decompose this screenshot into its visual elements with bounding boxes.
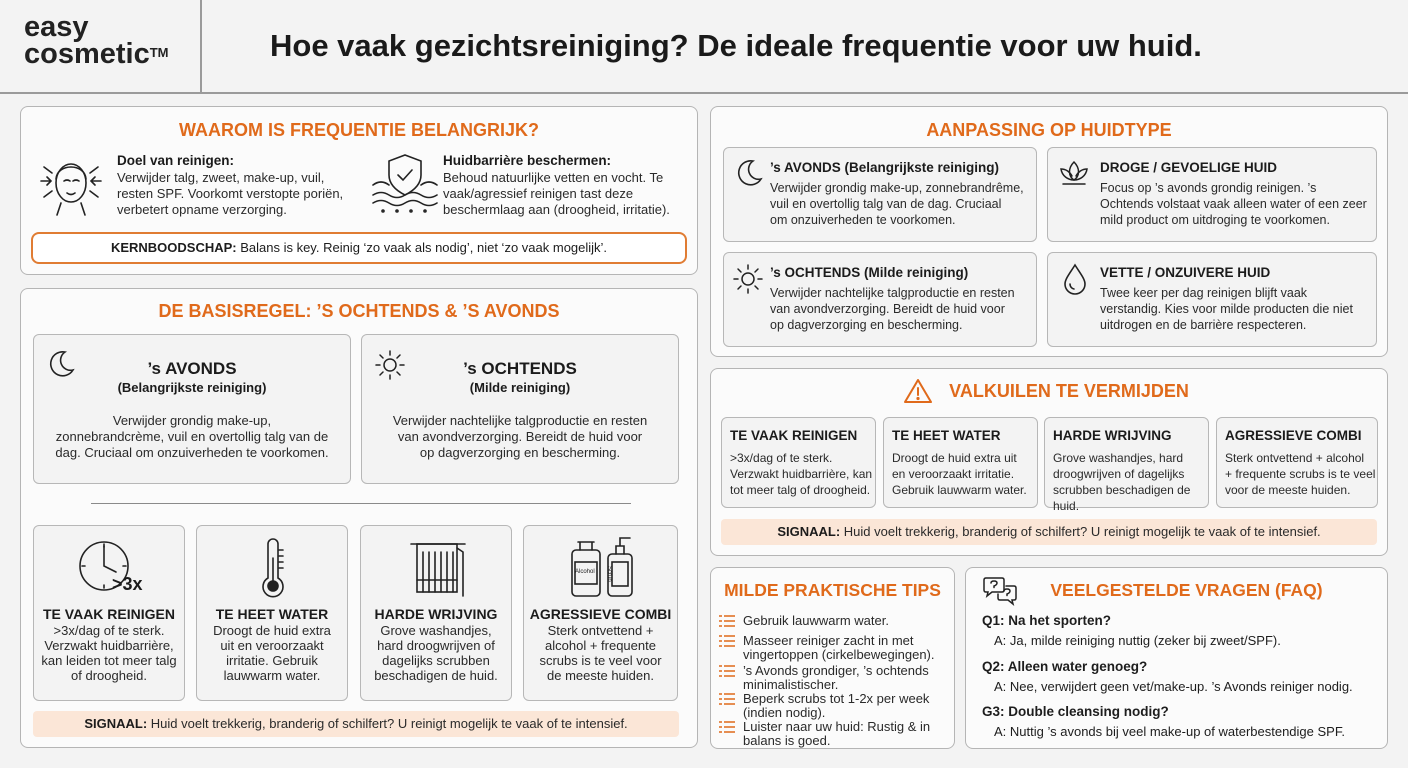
logo-line2: cosmetic (24, 38, 150, 70)
clock-icon (76, 536, 148, 598)
skin-card-title: VETTE / ONZUIVERE HUID (1100, 265, 1271, 280)
goal-text: Verwijder talg, zweet, make-up, vuil, re… (117, 170, 344, 217)
pitfall-card-frequency: >3x TE VAAK REINIGEN >3x/dag of te sterk… (33, 525, 185, 701)
signal-banner: SIGNAAL: Huid voelt trekkerig, branderig… (721, 519, 1377, 545)
faq-answer: A: Ja, milde reiniging nuttig (zeker bij… (994, 633, 1281, 648)
skin-title: AANPASSING OP HUIDTYPE (926, 120, 1172, 140)
why-panel: WAAROM IS FREQUENTIE BELANGRIJK? Doel va… (20, 106, 698, 275)
evening-sub: (Belangrijkste reiniging) (117, 380, 267, 395)
tips-title: MILDE PRAKTISCHE TIPS (724, 580, 941, 600)
skin-card-morning: ’s OCHTENDS (Milde reiniging) Verwijder … (723, 252, 1037, 347)
faq-panel: VEELGESTELDE VRAGEN (FAQ) Q1: Na het spo… (965, 567, 1388, 749)
sun-icon (374, 349, 406, 381)
warning-icon (903, 377, 933, 405)
evening-card: ’s AVONDS (Belangrijkste reiniging) Verw… (33, 334, 351, 484)
skin-card-evening: ’s AVONDS (Belangrijkste reiniging) Verw… (723, 147, 1037, 242)
skin-card-title: ’s OCHTENDS (Milde reiniging) (770, 265, 969, 280)
tips-panel: MILDE PRAKTISCHE TIPS Gebruik lauwwarm w… (710, 567, 955, 749)
pitfall-card-combo: Alcohol Scrub AGRESSIEVE COMBI Sterk ont… (523, 525, 678, 701)
skin-type-panel: AANPASSING OP HUIDTYPE ’s AVONDS (Belang… (710, 106, 1388, 357)
pitfall-text: Droogt de huid extra uit en veroorzaakt … (213, 623, 331, 683)
pitfall-mini-card: HARDE WRIJVING Grove washandjes, hard dr… (1044, 417, 1209, 513)
barrier-title: Huidbarrière beschermen: (443, 153, 612, 168)
chat-question-icon (982, 576, 1018, 606)
logo: easy cosmeticTM (0, 0, 202, 94)
faq-answer: A: Nuttig ’s avonds bij veel make-up of … (994, 724, 1345, 739)
skin-card-text: Verwijder grondig make-up, zonnebrandrêm… (770, 181, 1024, 227)
bottle-label-alcohol: Alcohol (575, 569, 595, 575)
bottles-icon (568, 532, 638, 598)
why-title: WAAROM IS FREQUENTIE BELANGRIJK? (178, 120, 539, 140)
faq-question: G3: Double cleansing nodig? (982, 704, 1169, 719)
faq-title: VEELGESTELDE VRAGEN (FAQ) (1050, 580, 1323, 600)
list-icon (719, 721, 735, 736)
pitfall-title: TE VAAK REINIGEN (43, 606, 175, 622)
moon-icon (46, 349, 76, 379)
faq-question: Q1: Na het sporten? (982, 613, 1112, 628)
skin-card-text: Twee keer per dag reinigen blijft vaak v… (1100, 286, 1353, 332)
towel-icon (407, 538, 469, 600)
clock-label: >3x (112, 574, 143, 594)
page-header: easy cosmeticTM Hoe vaak gezichtsreinigi… (0, 0, 1408, 94)
pitfall-card-hot-water: TE HEET WATER Droogt de huid extra uit e… (196, 525, 348, 701)
evening-text: Verwijder grondig make-up, zonnebrandcrè… (55, 413, 329, 460)
pitfall-mini-card: TE HEET WATER Droogt de huid extra uit e… (883, 417, 1038, 508)
divider (91, 503, 631, 504)
morning-sub: (Milde reiniging) (469, 380, 571, 395)
thermometer-icon (259, 538, 287, 600)
pitfalls-panel: VALKUILEN TE VERMIJDEN TE VAAK REINIGEN … (710, 368, 1388, 556)
barrier-text: Behoud natuurlijke vetten en vocht. Te v… (443, 170, 670, 217)
list-icon (719, 693, 735, 708)
logo-tm: TM (149, 45, 169, 60)
skin-card-oily: VETTE / ONZUIVERE HUID Twee keer per dag… (1047, 252, 1377, 347)
signal-banner: SIGNAAL: Huid voelt trekkerig, branderig… (33, 711, 679, 737)
evening-title: ’s AVONDS (147, 359, 237, 378)
pitfalls-title: VALKUILEN TE VERMIJDEN (949, 381, 1189, 401)
goal-title: Doel van reinigen: (117, 153, 235, 168)
pitfall-text: Sterk ontvettend + alcohol + frequente s… (539, 623, 662, 683)
face-icon (39, 151, 103, 219)
logo-line1: easy (24, 11, 89, 43)
key-label: KERNBOODSCHAP: (110, 240, 237, 255)
pitfall-text: >3x/dag of te sterk. Verzwakt huidbarriè… (41, 623, 177, 683)
pitfall-title: HARDE WRIJVING (374, 606, 498, 622)
faq-answer: A: Nee, verwijdert geen vet/make-up. ’s … (994, 679, 1353, 694)
skin-card-dry: DROGE / GEVOELIGE HUID Focus op ’s avond… (1047, 147, 1377, 242)
list-icon (719, 615, 735, 630)
skin-card-title: DROGE / GEVOELIGE HUID (1100, 160, 1278, 175)
key-message: KERNBOODSCHAP: Balans is key. Reinig ‘zo… (31, 232, 687, 264)
skin-card-text: Focus op ’s avonds grondig reinigen. ’s … (1100, 181, 1367, 227)
sun-icon (732, 263, 764, 295)
pitfall-title: AGRESSIEVE COMBI (529, 606, 672, 622)
basic-rule-panel: DE BASISREGEL: ’S OCHTENDS & ’S AVONDS ’… (20, 288, 698, 748)
skin-card-text: Verwijder nachtelijke talgproductie en r… (770, 286, 1015, 332)
pitfall-mini-card: TE VAAK REINIGEN >3x/dag of te sterk. Ve… (721, 417, 876, 508)
pitfall-text: Grove washandjes, hard droogwrijven of d… (374, 623, 498, 683)
list-icon (719, 665, 735, 680)
faq-question: Q2: Alleen water genoeg? (982, 659, 1148, 674)
list-icon (719, 635, 735, 650)
lotus-icon (1058, 156, 1090, 188)
morning-text: Verwijder nachtelijke talgproductie en r… (392, 413, 648, 460)
page-title: Hoe vaak gezichtsreiniging? De ideale fr… (270, 28, 1202, 63)
droplet-icon (1062, 263, 1088, 295)
pitfall-card-friction: HARDE WRIJVING Grove washandjes, hard dr… (360, 525, 512, 701)
morning-title: ’s OCHTENDS (463, 359, 577, 378)
bottle-label-scrub: Scrub (606, 566, 612, 582)
skin-card-title: ’s AVONDS (Belangrijkste reiniging) (770, 160, 1000, 175)
basic-title: DE BASISREGEL: ’S OCHTENDS & ’S AVONDS (158, 301, 560, 321)
pitfall-mini-card: AGRESSIEVE COMBI Sterk ontvettend + alco… (1216, 417, 1378, 508)
shield-icon (371, 151, 439, 215)
key-text: Balans is key. Reinig ‘zo vaak als nodig… (236, 240, 608, 255)
morning-card: ’s OCHTENDS (Milde reiniging) Verwijder … (361, 334, 679, 484)
pitfall-title: TE HEET WATER (215, 606, 329, 622)
moon-icon (734, 158, 764, 188)
